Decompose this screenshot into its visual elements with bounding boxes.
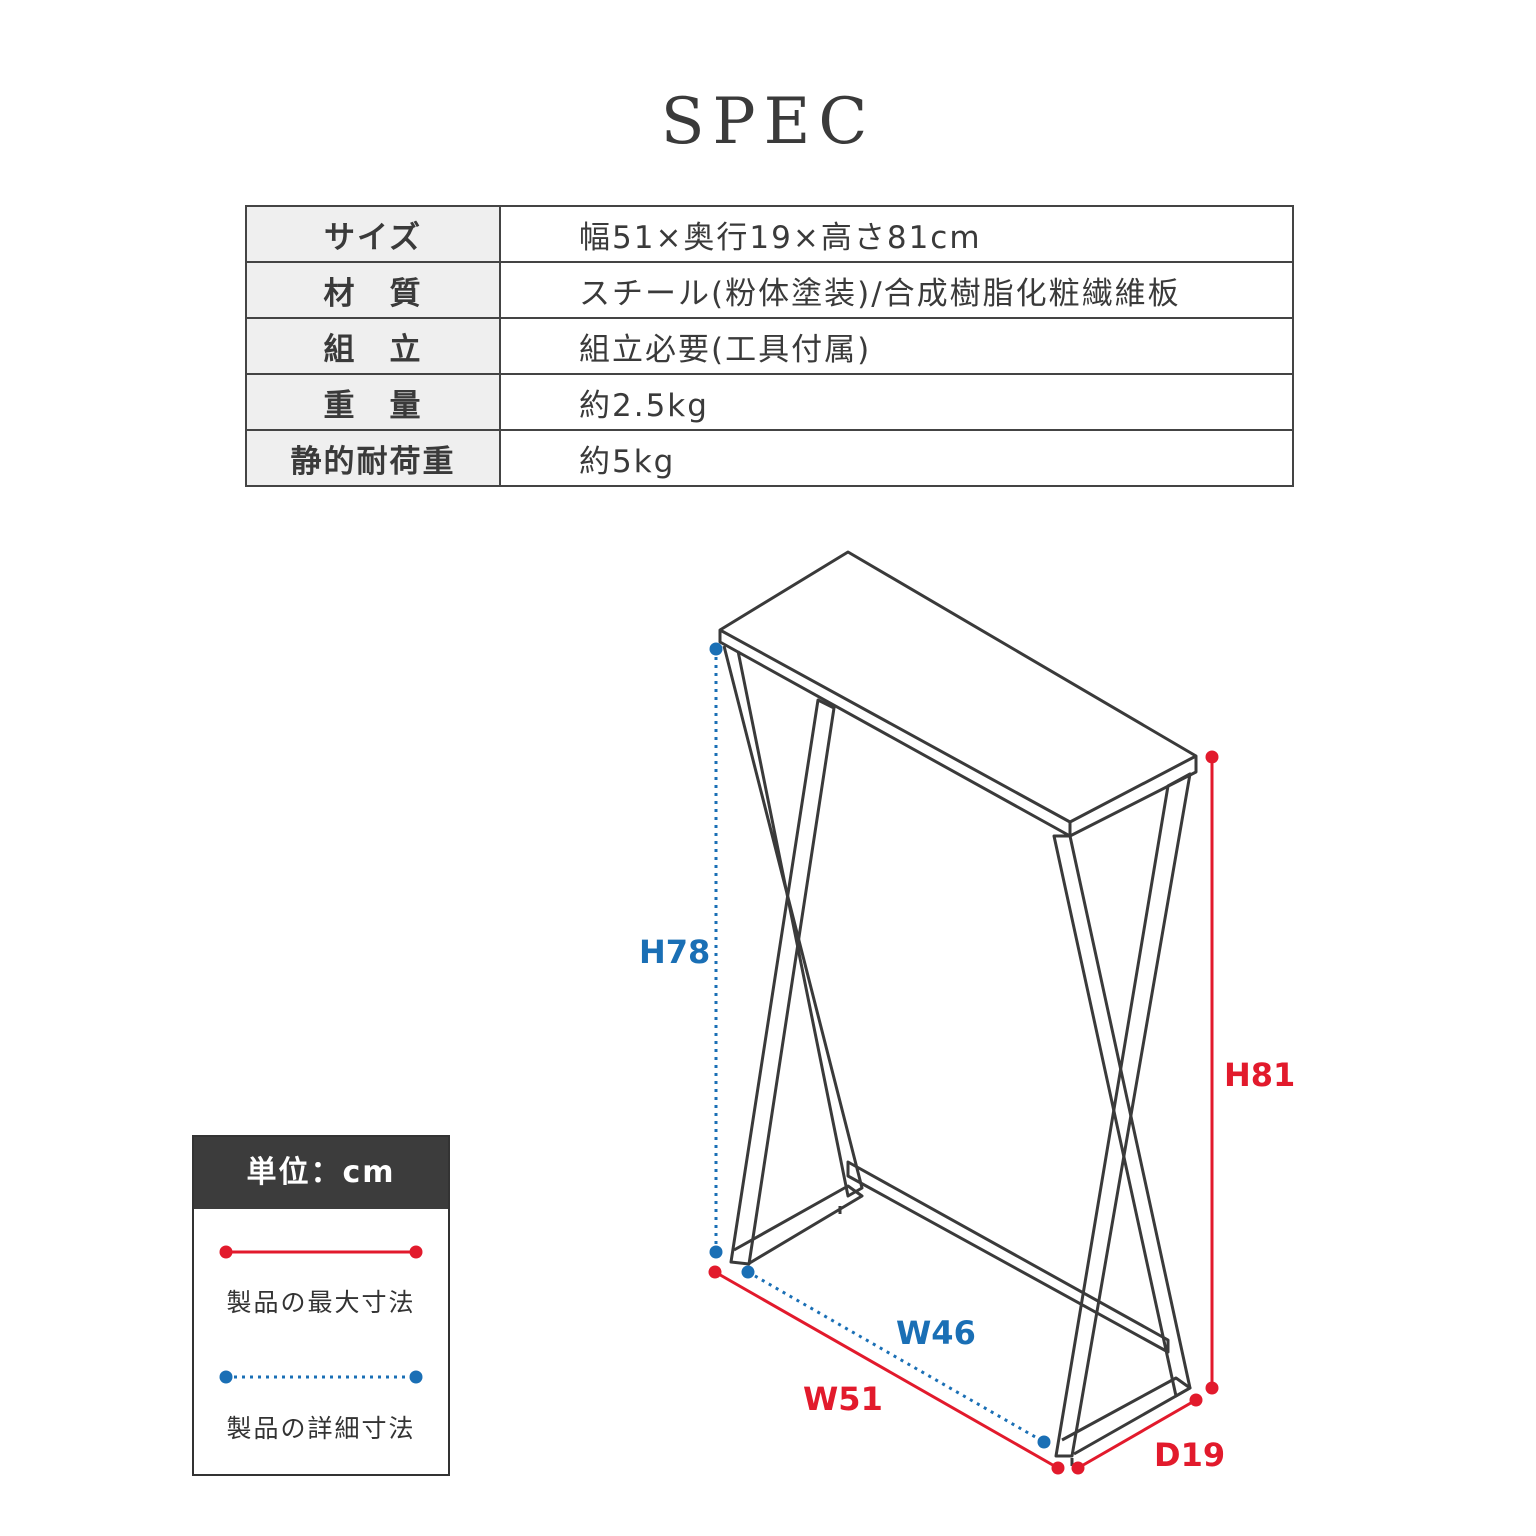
spec-table: サイズ 幅51×奥行19×高さ81cm 材 質 スチール(粉体塗装)/合成樹脂化… [245,205,1294,487]
h81-bottom-dot [1205,1381,1219,1395]
max-dimension-sample-line [219,1245,423,1259]
left-leg-front [722,645,864,1198]
w51-label: W51 [803,1380,883,1418]
w46-line [747,1270,1045,1444]
h78-top-dot [709,642,723,656]
w46-right-dot [1037,1435,1051,1449]
detail-sample-left-dot [219,1370,233,1384]
spec-row: サイズ 幅51×奥行19×高さ81cm [245,205,1294,263]
w46-left-dot [741,1265,755,1279]
d19-left-dot [1071,1461,1085,1475]
spec-value: 約2.5kg [499,373,1294,431]
d19-label: D19 [1154,1436,1225,1474]
unit-legend: 単位：cm 製品の最大寸法 製品の詳細寸法 [192,1135,450,1476]
foot [838,1206,1074,1466]
max-sample-left-dot [219,1245,233,1259]
right-base [1061,1376,1192,1456]
max-sample-right-dot [409,1245,423,1259]
left-base [733,1184,864,1266]
w51-left-dot [708,1265,722,1279]
table-frame-drawing [718,550,1198,1466]
spec-key: 材 質 [245,261,501,319]
h81-top-dot [1205,750,1219,764]
spec-value: 約5kg [499,429,1294,487]
tabletop [718,550,1198,838]
tabletop-edge [719,628,1197,836]
spec-value: スチール(粉体塗装)/合成樹脂化粧繊維板 [499,261,1294,319]
spec-key: 重 量 [245,373,501,431]
spec-row: 組 立 組立必要(工具付属) [245,317,1294,375]
d19-line [1077,1398,1197,1470]
spec-key: サイズ [245,205,501,263]
detail-sample-right-dot [409,1370,423,1384]
d19-right-dot [1189,1393,1203,1407]
spec-value: 組立必要(工具付属) [499,317,1294,375]
spec-key: 組 立 [245,317,501,375]
w51-line [714,1270,1059,1470]
right-leg-front [1052,834,1192,1398]
left-leg-back [729,698,836,1266]
legend-header: 単位：cm [194,1137,448,1209]
w51-right-dot [1051,1461,1065,1475]
spec-value: 幅51×奥行19×高さ81cm [499,205,1294,263]
detail-dimension-label: 製品の詳細寸法 [226,1414,416,1443]
h78-label: H78 [639,933,710,971]
w46-label: W46 [896,1314,976,1352]
detail-dimension-lines [709,642,1051,1449]
h78-bottom-dot [709,1245,723,1259]
max-dimension-lines [708,750,1219,1475]
page-title: SPEC [660,85,876,159]
spec-row: 静的耐荷重 約5kg [245,429,1294,487]
max-dimension-label: 製品の最大寸法 [226,1288,416,1317]
spec-row: 重 量 約2.5kg [245,373,1294,431]
detail-dimension-sample-line [219,1370,423,1384]
h81-label: H81 [1224,1056,1295,1094]
right-leg-back [1054,772,1192,1458]
crossbar [846,1160,1170,1354]
spec-key: 静的耐荷重 [245,429,501,487]
spec-row: 材 質 スチール(粉体塗装)/合成樹脂化粧繊維板 [245,261,1294,319]
